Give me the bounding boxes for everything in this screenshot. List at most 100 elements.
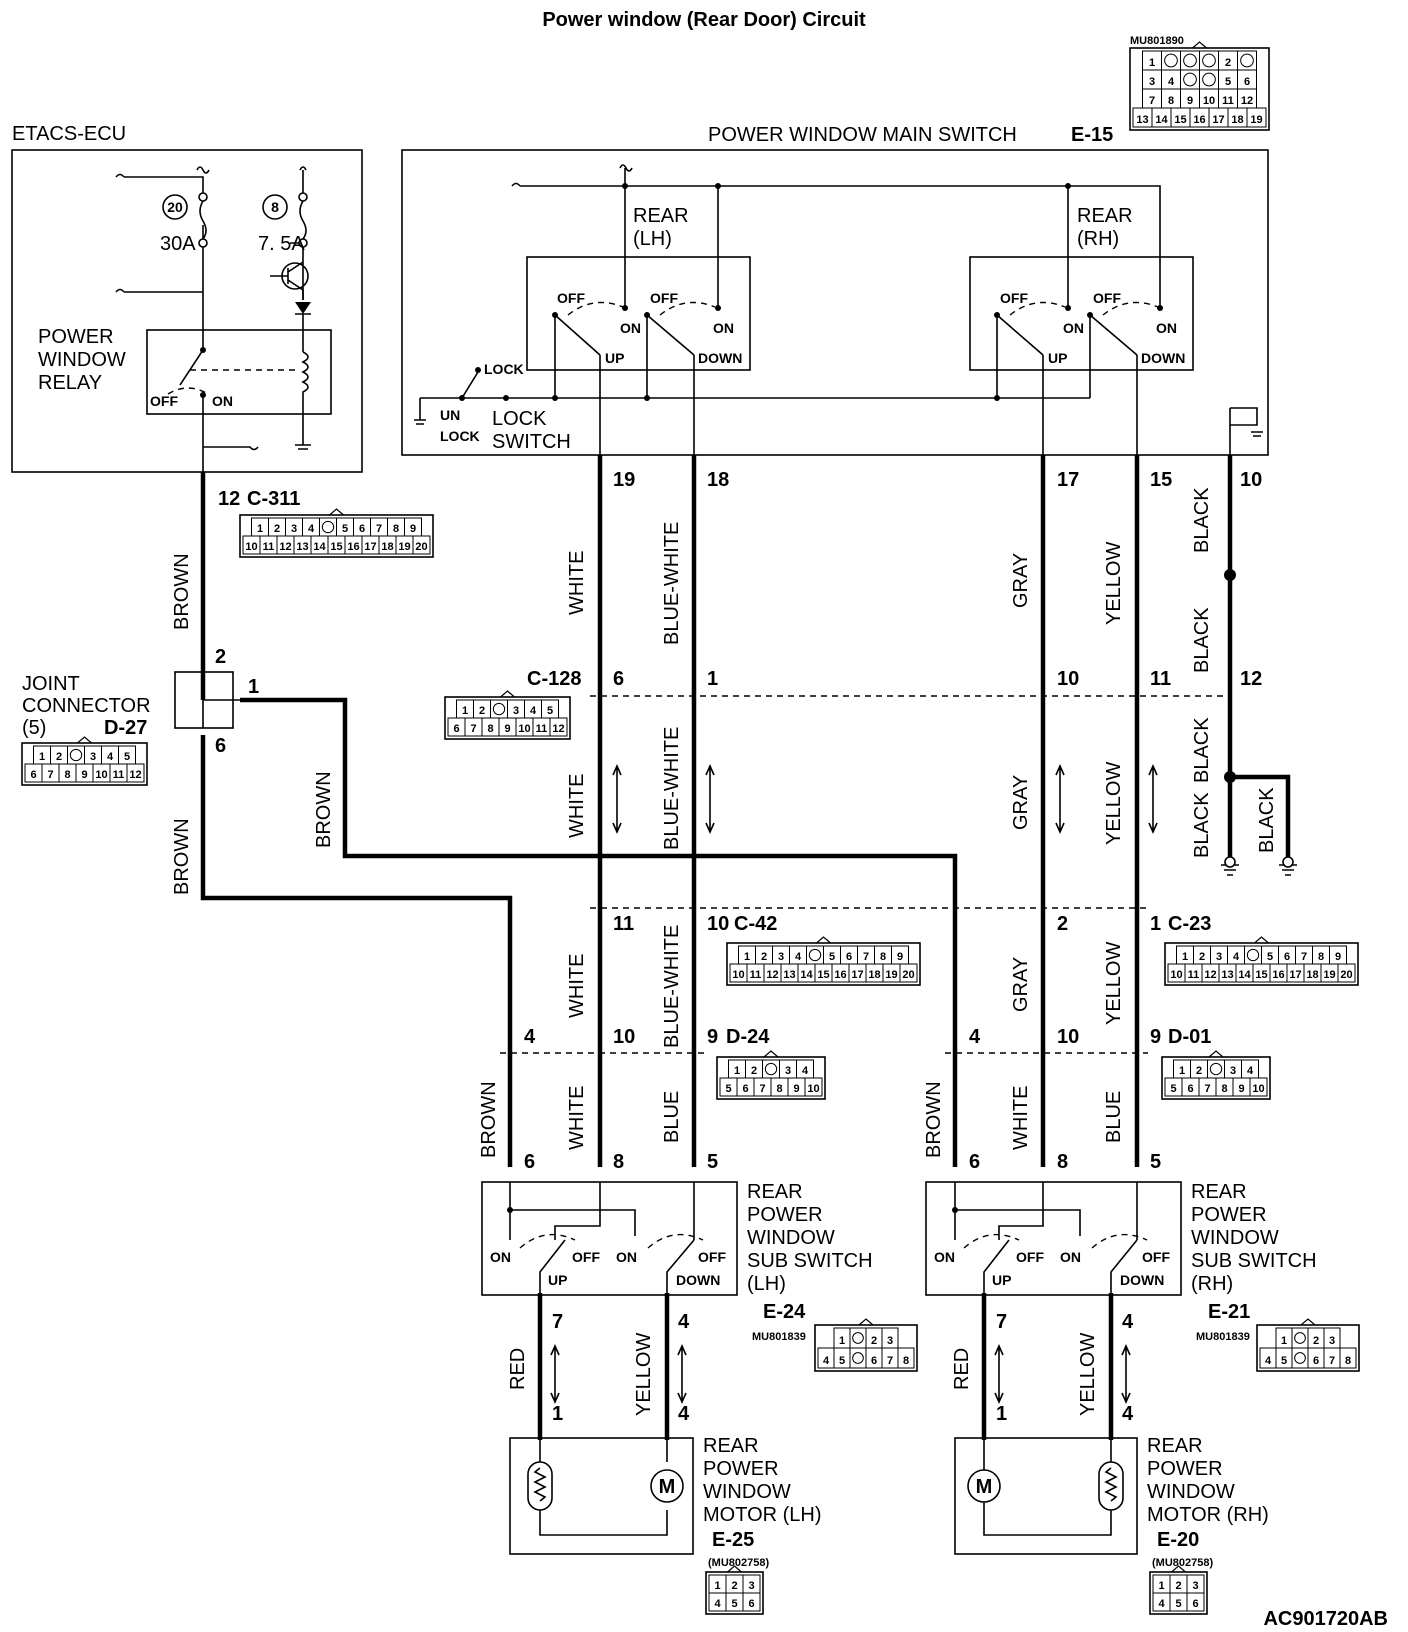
connector-pin-label: 20	[902, 969, 914, 981]
mot-rh-label-1: REAR	[1147, 1435, 1203, 1457]
diagram-title: Power window (Rear Door) Circuit	[542, 9, 866, 31]
sub-lh-up: UP	[548, 1272, 567, 1288]
sub-lh-label-1: REAR	[747, 1181, 803, 1203]
connector-pin-label: 3	[1216, 951, 1222, 963]
wire-white-3: WHITE	[566, 954, 588, 1018]
connector-pin-label: 6	[453, 723, 459, 735]
sub-rh-label-2: POWER	[1191, 1204, 1267, 1226]
wire-yellow-3: YELLOW	[1103, 942, 1125, 1025]
sub-lh-off-2: OFF	[698, 1249, 726, 1265]
connector-pin-label: 5	[1225, 76, 1231, 88]
fuse-8-number: 8	[271, 199, 279, 215]
relay-label-3: RELAY	[38, 372, 102, 394]
main-switch-label: POWER WINDOW MAIN SWITCH	[708, 124, 1017, 146]
sub-rh-pin-7: 7	[996, 1311, 1007, 1333]
connector-pin-label: 3	[785, 1065, 791, 1077]
connector-pin-label: 9	[897, 951, 903, 963]
wire-yellow-4: YELLOW	[633, 1333, 655, 1416]
pin-15: 15	[1150, 469, 1172, 491]
c42-name: C-42	[734, 913, 777, 935]
sub-rh-part-no: MU801839	[1196, 1331, 1250, 1343]
connector-pin-label: 18	[381, 541, 393, 553]
lock-switch-label-1: LOCK	[492, 408, 547, 430]
wire-brown-1: BROWN	[171, 553, 193, 630]
wire-brown-3: BROWN	[313, 771, 335, 848]
mot-lh-label-4: MOTOR (LH)	[703, 1504, 822, 1526]
wire-red-2: RED	[951, 1348, 973, 1390]
connector-pin-label: 3	[291, 523, 297, 535]
d24-pin-9: 9	[707, 1026, 718, 1048]
sub-lh-label-5: (LH)	[747, 1273, 786, 1295]
wire-white-1: WHITE	[566, 551, 588, 615]
mot-lh-label-1: REAR	[703, 1435, 759, 1457]
wire-bluewhite-3: BLUE-WHITE	[661, 925, 683, 1048]
connector-pin-label: 2	[1225, 57, 1231, 69]
wire-blue-1: BLUE	[661, 1091, 683, 1143]
connector-pin-label: 19	[398, 541, 410, 553]
wire-yellow-5: YELLOW	[1077, 1333, 1099, 1416]
sub-lh-on-2: ON	[616, 1249, 637, 1265]
sub-rh-label-1: REAR	[1191, 1181, 1247, 1203]
connector-pin-label: 12	[766, 969, 778, 981]
lh-down-down: DOWN	[698, 350, 742, 366]
sub-rh-pin-4: 4	[1122, 1311, 1134, 1333]
connector-pin-label: 7	[470, 723, 476, 735]
connector-pin-label: 12	[1204, 969, 1216, 981]
connector-pin-label: 10	[1203, 95, 1215, 107]
sub-lh-pin-6: 6	[524, 1151, 535, 1173]
connector-pin-label: 1	[1182, 951, 1188, 963]
connector-pin-label: 14	[313, 541, 326, 553]
sub-lh-on-1: ON	[490, 1249, 511, 1265]
connector-pin-label: 2	[1313, 1335, 1319, 1347]
connector-pin-label: 8	[487, 723, 493, 735]
connector-pin-label: 11	[750, 969, 762, 981]
d01-name: D-01	[1168, 1026, 1211, 1048]
wire-brown-2: BROWN	[171, 818, 193, 895]
connector-pin-label: 17	[1212, 114, 1224, 126]
connector-pin-label: 13	[1136, 114, 1148, 126]
mot-lh-connector: E-25	[712, 1529, 754, 1551]
etacs-ecu: ETACS-ECU 20 30A 8 7. 5A POWER WINDOW RE…	[11, 123, 363, 473]
wire-color-labels: BROWN BROWN BROWN WHITE BLUE-WHITE GRAY …	[171, 487, 1278, 1416]
rh-down-on: ON	[1156, 320, 1177, 336]
connector-pin-label: 8	[64, 769, 70, 781]
ptc-thermistor-rh-icon	[1098, 1461, 1124, 1511]
pin-18: 18	[707, 469, 729, 491]
connector-pin-label: 2	[751, 1065, 757, 1077]
connector-pin-label: 6	[1192, 1598, 1198, 1610]
connector-pin-label: 9	[1187, 95, 1193, 107]
sub-rh-pin-8: 8	[1057, 1151, 1068, 1173]
c23-name: C-23	[1168, 913, 1211, 935]
connector-pin-label: 2	[274, 523, 280, 535]
connector-pin-label: 8	[1345, 1355, 1351, 1367]
connector-pin-label: 6	[846, 951, 852, 963]
c42-pin-10: 10	[707, 913, 729, 935]
connector-pin-label: 13	[296, 541, 308, 553]
pin-19: 19	[613, 469, 635, 491]
connector-pin-label: 10	[95, 769, 107, 781]
connector-pin-label: 1	[744, 951, 750, 963]
current-direction-arrows	[550, 764, 1158, 1404]
connector-pin-label: 20	[1340, 969, 1352, 981]
jc-label-1: JOINT	[22, 673, 80, 695]
connector-pin-label: 16	[1272, 969, 1284, 981]
c23-pin-1: 1	[1150, 913, 1161, 935]
connector-pin-label: 4	[795, 951, 802, 963]
connector-pin-label: 13	[1221, 969, 1233, 981]
connector-pin-label: 4	[1247, 1065, 1254, 1077]
power-window-relay	[146, 329, 332, 415]
main-switch-part-no: MU801890	[1130, 35, 1184, 47]
wire-brown-4: BROWN	[478, 1081, 500, 1158]
connector-pin-label: 4	[1168, 76, 1175, 88]
lock-label: LOCK	[484, 361, 524, 377]
connector-pin-label: 20	[415, 541, 427, 553]
connector-pin-label: 1	[734, 1065, 740, 1077]
rear-rh-label-1: REAR	[1077, 205, 1133, 227]
fuse-8-rating: 7. 5A	[258, 233, 305, 255]
connector-pin-label: 4	[1158, 1598, 1165, 1610]
motor-lh-icon	[650, 1469, 684, 1503]
